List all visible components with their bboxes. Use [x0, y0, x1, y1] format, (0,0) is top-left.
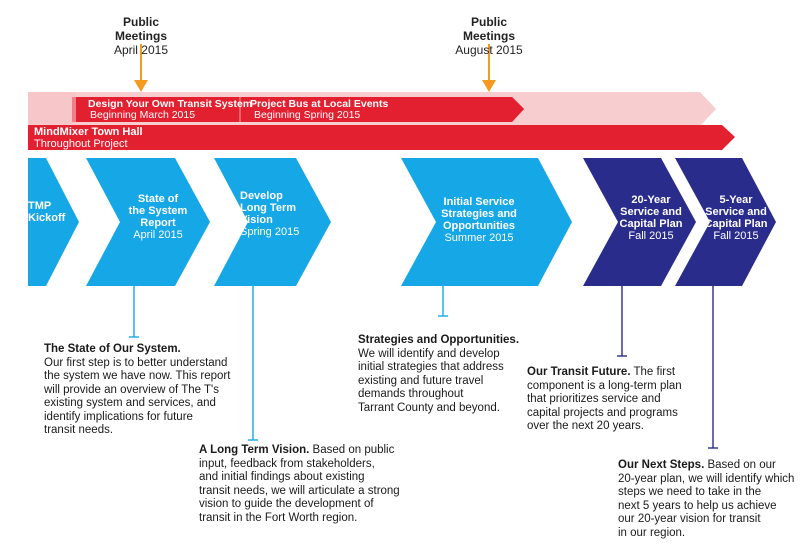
chevron-strategies	[401, 158, 572, 286]
connector-next	[708, 286, 718, 449]
note-heading: Our Next Steps.	[618, 459, 705, 471]
note-line: existing and future travel	[358, 374, 484, 387]
note-line: We will identify and develop	[358, 347, 500, 360]
phase-line: Strategies and	[441, 208, 517, 220]
note-line: component is a long-term plan	[527, 379, 682, 392]
meeting-april: Public Meetings April 2015	[96, 15, 186, 57]
bar-title: Project Bus at Local Events	[250, 98, 389, 110]
note-heading: Our Transit Future.	[527, 366, 631, 378]
note-line: the system we have now. This report	[44, 370, 231, 382]
note-heading: The State of Our System.	[44, 343, 181, 355]
note-line: over the next 20 years.	[527, 420, 644, 432]
note-line: 20-year plan, we will identify which	[618, 472, 795, 485]
note-heading: A Long Term Vision.	[199, 444, 310, 456]
chevron-long-term-vision	[214, 158, 331, 286]
connector-vision	[248, 286, 258, 441]
note-transit-future: Our Transit Future. The first component …	[527, 366, 707, 434]
note-line: Tarrant County and beyond.	[358, 401, 500, 414]
note-line: steps we need to take in the	[618, 486, 762, 498]
bars-left-gradient	[28, 92, 76, 124]
phase-vision-label: Develop Long Term Vision Spring 2015	[240, 190, 315, 238]
meeting-title: Public Meetings	[462, 15, 515, 43]
phase-date: Fall 2015	[713, 230, 759, 242]
note-line: our 20-year vision for transit	[618, 513, 761, 525]
phase-line: Capital Plan	[704, 218, 768, 230]
phase-20-year-label: 20-Year Service and Capital Plan Fall 20…	[612, 194, 690, 242]
note-line: that prioritizes service and	[527, 393, 661, 405]
bar-title: Design Your Own Transit System	[88, 98, 253, 110]
note-heading: Strategies and Opportunities.	[358, 334, 520, 346]
phase-line: Service and	[705, 206, 767, 218]
meeting-august: Public Meetings August 2015	[444, 15, 534, 57]
phase-line: State of	[137, 193, 179, 205]
phase-kickoff-label: TMP Kickoff	[28, 200, 72, 224]
connector-future	[617, 286, 627, 357]
phase-line: Capital Plan	[619, 218, 683, 230]
phase-date: Summer 2015	[444, 232, 514, 244]
note-long-term-vision: A Long Term Vision. Based on public inpu…	[199, 444, 414, 525]
note-strategies: Strategies and Opportunities. We will id…	[358, 334, 533, 415]
note-line: identify implications for future	[44, 410, 193, 423]
note-line: and initial findings about existing	[199, 471, 365, 483]
note-next-steps: Our Next Steps. Based on our 20-year pla…	[618, 459, 798, 540]
project-bus-bar	[240, 97, 524, 122]
meeting-arrow-august	[482, 44, 496, 92]
phase-line: 20-Year	[631, 194, 671, 206]
design-transit-label: Design Your Own Transit System Beginning…	[88, 99, 252, 121]
meeting-date: April 2015	[113, 43, 169, 57]
mindmixer-label: MindMixer Town Hall Throughout Project	[34, 126, 143, 150]
mindmixer-bar	[28, 125, 735, 150]
note-line: in our region.	[618, 526, 686, 539]
meeting-date: August 2015	[455, 43, 523, 57]
chevron-state-of-system	[86, 158, 210, 286]
phase-line: Vision	[240, 214, 273, 226]
note-state-of-system: The State of Our System. Our first step …	[44, 343, 259, 438]
phase-line: Long Term	[240, 202, 297, 214]
note-line: demands throughout	[358, 388, 464, 400]
bar-title: MindMixer Town Hall	[34, 126, 143, 138]
phase-line: Opportunities	[442, 220, 516, 232]
bar-subtitle: Throughout Project	[34, 137, 128, 150]
chevron-5-year-plan	[675, 158, 776, 286]
chevron-20-year-plan	[583, 158, 696, 286]
project-bus-label: Project Bus at Local Events Beginning Sp…	[250, 99, 388, 121]
connector-strategies	[438, 286, 448, 317]
note-line: transit needs, we will articulate a stro…	[199, 484, 400, 497]
meeting-title: Public Meetings	[114, 15, 167, 43]
phase-line: Initial Service	[443, 196, 515, 208]
note-line: The first	[630, 366, 676, 378]
note-line: vision to guide the development of	[199, 498, 374, 510]
note-line: initial strategies that address	[358, 361, 504, 373]
note-line: will provide an overview of The T's	[44, 383, 219, 396]
phase-strategies-label: Initial Service Strategies and Opportuni…	[432, 196, 526, 244]
bar-subtitle: Beginning March 2015	[90, 109, 196, 121]
phase-5-year-label: 5-Year Service and Capital Plan Fall 201…	[702, 194, 770, 242]
note-line: Our first step is to better understand	[44, 356, 228, 369]
note-line: Based on public	[309, 444, 395, 456]
phase-line: 5-Year	[719, 194, 753, 206]
phase-line: Develop	[240, 190, 283, 202]
phase-date: Fall 2015	[628, 230, 674, 242]
phase-date: April 2015	[133, 229, 183, 241]
note-line: input, feedback from stakeholders,	[199, 457, 375, 470]
chevron-kickoff	[28, 158, 79, 286]
bar-subtitle: Beginning Spring 2015	[254, 109, 361, 121]
meeting-arrow-april	[134, 44, 148, 92]
note-line: next 5 years to help us achieve	[618, 499, 777, 512]
phase-date: Spring 2015	[240, 226, 300, 238]
note-line: capital projects and programs	[527, 406, 678, 419]
note-line: transit needs.	[44, 424, 114, 436]
phase-line: Report	[140, 217, 176, 229]
note-line: transit in the Fort Worth region.	[199, 511, 358, 524]
phase-line: Kickoff	[28, 212, 66, 224]
note-line: Based on our	[704, 459, 776, 471]
phase-line: TMP	[28, 200, 52, 212]
phase-line: the System	[128, 205, 188, 217]
phase-state-label: State of the System Report April 2015	[118, 193, 198, 241]
connector-system	[129, 286, 139, 338]
note-line: existing system and services, and	[44, 397, 216, 409]
phase-line: Service and	[620, 206, 682, 218]
